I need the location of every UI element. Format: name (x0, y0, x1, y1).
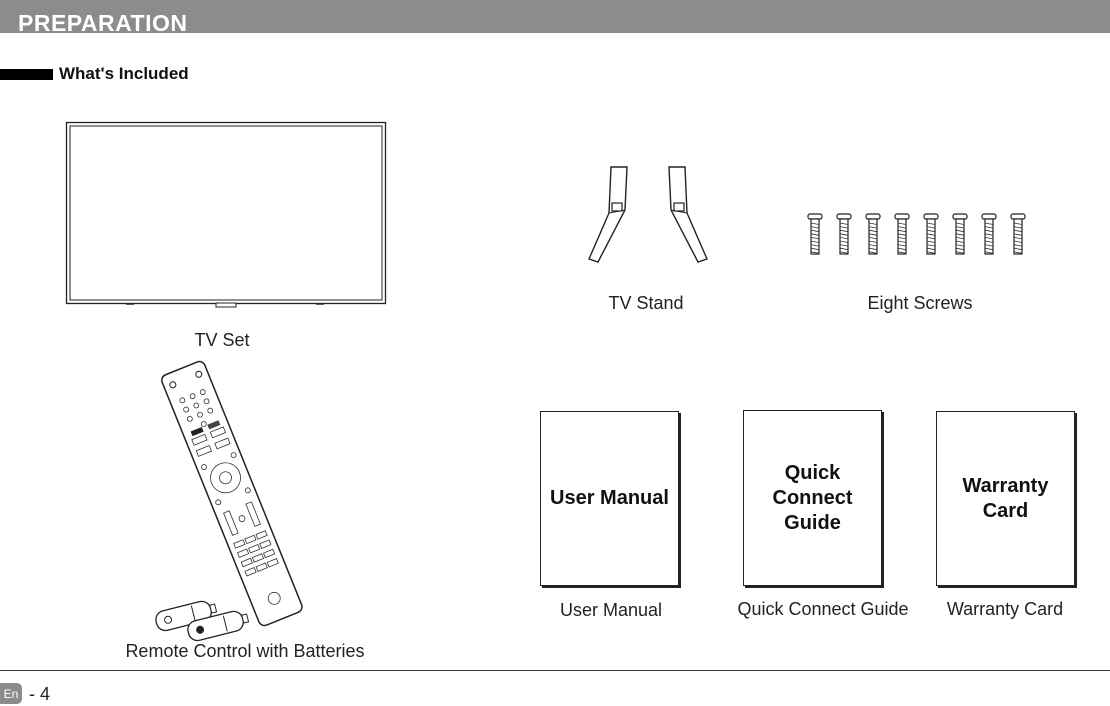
screws-caption: Eight Screws (867, 293, 973, 313)
footer-divider (0, 670, 1110, 671)
screw-icon (952, 213, 968, 255)
warranty-box: Warranty Card (936, 411, 1075, 586)
warranty-caption: Warranty Card (946, 599, 1064, 619)
screw-icon (923, 213, 939, 255)
page-number: - 4 (29, 684, 51, 704)
tv-set-illustration (65, 121, 387, 308)
screw-icon (981, 213, 997, 255)
warranty-box-label: Warranty Card (962, 474, 1049, 522)
screw-icon (807, 213, 823, 255)
section-marker (0, 69, 53, 80)
quick-guide-box: Quick Connect Guide (743, 410, 882, 586)
tv-stand-illustration (588, 166, 708, 263)
user-manual-box-label: User Manual (550, 487, 669, 509)
section-title: What's Included (59, 64, 189, 83)
screw-icon (894, 213, 910, 255)
tv-stand-caption: TV Stand (608, 293, 684, 313)
user-manual-box: User Manual (540, 411, 679, 586)
quick-guide-caption: Quick Connect Guide (737, 599, 909, 619)
quick-guide-box-label: Quick Connect Guide (772, 461, 853, 534)
screws-illustration (807, 213, 1026, 255)
screw-icon (1010, 213, 1026, 255)
header-bar: PREPARATION (0, 0, 1110, 33)
remote-caption: Remote Control with Batteries (125, 641, 365, 661)
remote-control-illustration (155, 360, 303, 642)
language-badge: En (0, 683, 22, 704)
screw-icon (865, 213, 881, 255)
user-manual-caption: User Manual (559, 600, 663, 620)
page-title: PREPARATION (18, 10, 188, 33)
screw-icon (836, 213, 852, 255)
tv-set-caption: TV Set (194, 330, 250, 350)
